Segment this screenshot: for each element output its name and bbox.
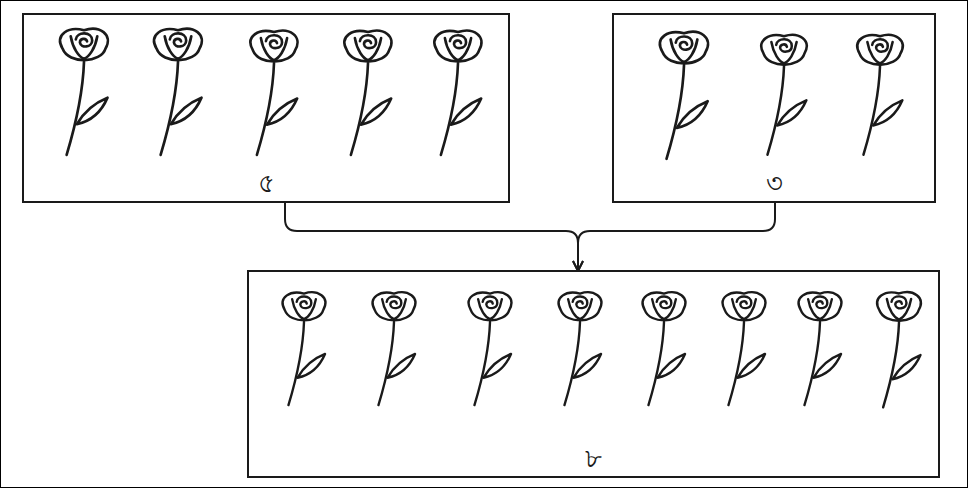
- roses-eight: [283, 292, 921, 407]
- roses-five: [60, 29, 481, 155]
- count-number: ৫: [255, 169, 278, 198]
- group-box: ৫: [22, 13, 510, 203]
- merge-bracket: [578, 203, 775, 270]
- merge-bracket: [285, 203, 578, 270]
- group-box: ৮: [247, 270, 940, 478]
- group-box: ৩: [612, 13, 936, 203]
- count-number: ৩: [763, 169, 786, 198]
- count-number: ৮: [582, 444, 605, 473]
- roses-three: [660, 32, 903, 159]
